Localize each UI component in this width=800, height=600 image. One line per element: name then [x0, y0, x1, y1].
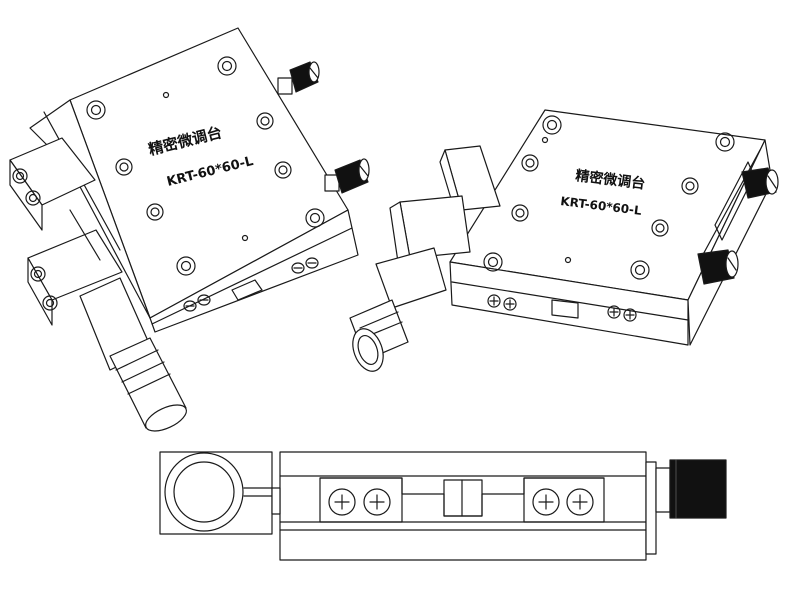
screw-hole-icon: [256, 112, 274, 130]
clamp-bore-icon: [164, 452, 244, 532]
left-iso-stage: 精密微调台 KRT-60*60-L: [9, 27, 370, 432]
right-iso-stage: 精密微调台 KRT-60*60-L: [349, 109, 779, 372]
right-stage-front-face: [449, 261, 689, 346]
screw-hole-icon: [521, 154, 539, 172]
screw-head-icon: [503, 297, 517, 311]
phillips-screw-icon: [363, 488, 391, 516]
screw-hole-icon: [483, 252, 503, 272]
left-clamp-block-lower: [27, 209, 123, 326]
screw-hole-icon: [305, 208, 325, 228]
screw-head-icon: [183, 300, 197, 312]
screw-hole-icon: [217, 56, 237, 76]
screw-head-icon: [291, 262, 305, 274]
phillips-screw-icon: [328, 488, 356, 516]
side-clamp-head: [159, 451, 281, 535]
left-side-screws: [183, 257, 319, 312]
screw-hole-icon: [146, 203, 164, 221]
screw-head-icon: [607, 305, 621, 319]
right-micrometer: [349, 247, 447, 372]
side-lock-knob: [655, 459, 727, 519]
right-lock-knob-lower: [697, 249, 739, 285]
left-top-screws: [86, 56, 325, 276]
screw-hole-icon: [86, 100, 106, 120]
side-main-body: [279, 451, 647, 561]
left-lock-knob-upper: [277, 61, 320, 95]
left-stage-side-face: [149, 209, 359, 333]
right-lock-knob-upper: [741, 167, 779, 199]
right-front-screws: [487, 294, 637, 322]
screw-hole-icon: [542, 115, 562, 135]
side-slot-channel: [319, 477, 605, 523]
right-top-screws: [483, 115, 735, 280]
phillips-screw-icon: [566, 488, 594, 516]
left-micrometer: [79, 277, 187, 432]
left-lock-knob-lower: [324, 158, 370, 194]
left-clamp-block-upper: [9, 137, 96, 231]
screw-hole-icon: [115, 158, 133, 176]
screw-hole-icon: [274, 161, 292, 179]
screw-hole-icon: [681, 177, 699, 195]
screw-head-icon: [623, 308, 637, 322]
screw-head-icon: [197, 294, 211, 306]
screw-hole-icon: [651, 219, 669, 237]
side-screws: [328, 488, 594, 516]
side-view-stage: [159, 451, 727, 561]
screw-hole-icon: [715, 132, 735, 152]
right-clamp-block: [389, 195, 471, 263]
screw-head-icon: [487, 294, 501, 308]
screw-head-icon: [305, 257, 319, 269]
screw-hole-icon: [630, 260, 650, 280]
screw-hole-icon: [176, 256, 196, 276]
phillips-screw-icon: [532, 488, 560, 516]
screw-hole-icon: [511, 204, 529, 222]
